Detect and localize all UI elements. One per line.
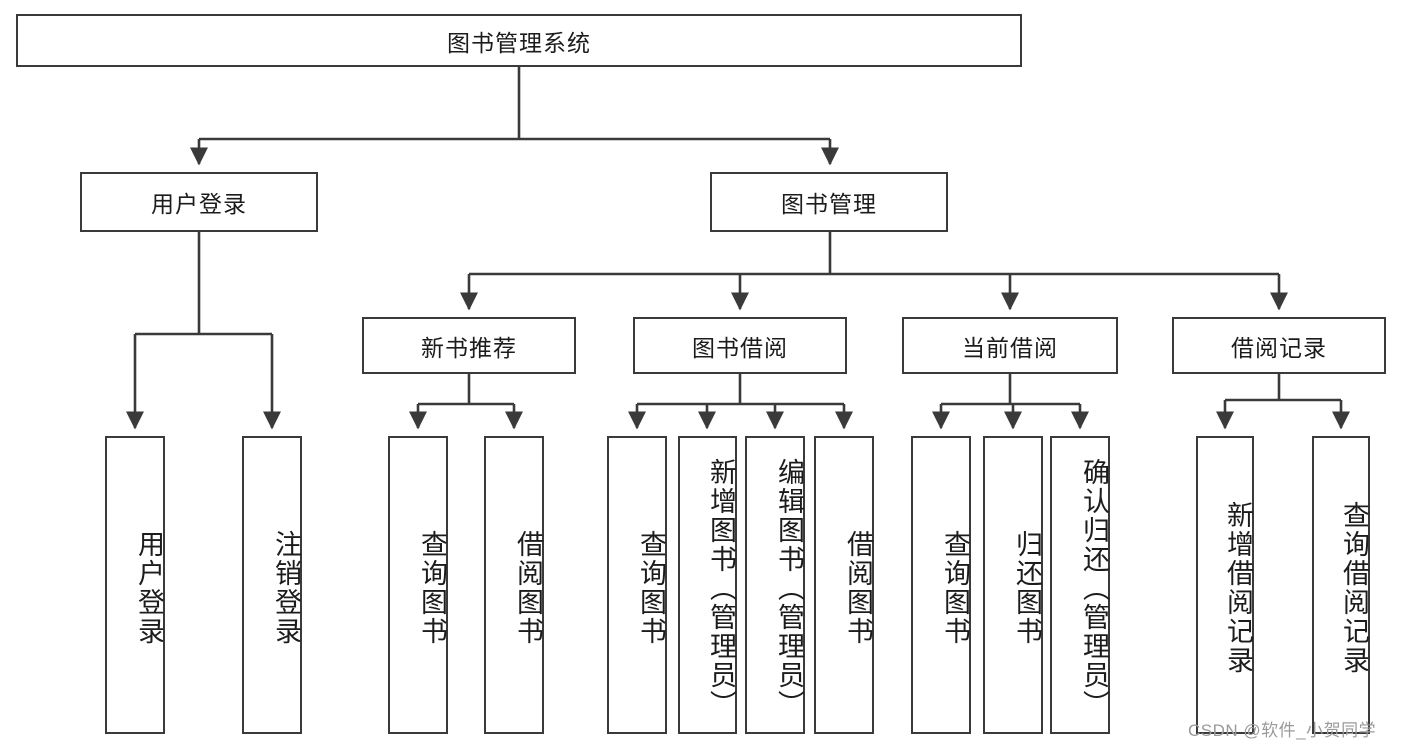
leaf-query-book-recommend[interactable]: 查询图书 [388,436,448,734]
node-user-login[interactable]: 用户登录 [80,172,318,232]
leaf-logout-login[interactable]: 注销登录 [242,436,302,734]
leaf-user-login[interactable]: 用户登录 [105,436,165,734]
node-borrow-record[interactable]: 借阅记录 [1172,317,1386,374]
leaf-query-borrow-record[interactable]: 查询借阅记录 [1312,436,1370,734]
csdn-watermark: CSDN @软件_小贺同学 [1188,721,1377,740]
leaf-edit-book-admin[interactable]: 编辑图书（管理员） [745,436,805,734]
leaf-add-book-admin[interactable]: 新增图书（管理员） [678,436,737,734]
leaf-add-borrow-record[interactable]: 新增借阅记录 [1196,436,1254,734]
leaf-borrow-book-borrow[interactable]: 借阅图书 [814,436,874,734]
node-new-book-recommend[interactable]: 新书推荐 [362,317,576,374]
node-book-borrow[interactable]: 图书借阅 [633,317,847,374]
leaf-borrow-book-recommend[interactable]: 借阅图书 [484,436,544,734]
node-root-title[interactable]: 图书管理系统 [16,14,1022,67]
leaf-confirm-return-admin[interactable]: 确认归还（管理员） [1050,436,1110,734]
node-book-manage[interactable]: 图书管理 [710,172,948,232]
leaf-query-book-borrow[interactable]: 查询图书 [607,436,667,734]
leaf-query-book-current[interactable]: 查询图书 [911,436,971,734]
node-current-borrow[interactable]: 当前借阅 [902,317,1118,374]
leaf-return-book[interactable]: 归还图书 [983,436,1043,734]
